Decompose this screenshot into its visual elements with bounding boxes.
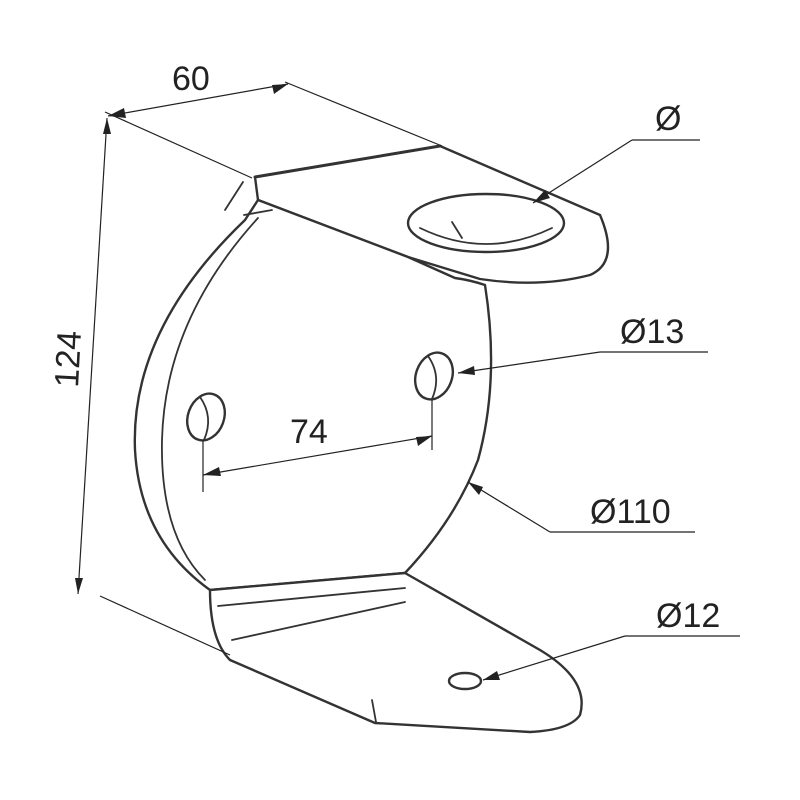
side-holes [185,351,455,442]
body-diameter-label: Ø110 [590,493,671,531]
top-ring-label: Ø [655,100,681,138]
top-flange [253,144,610,284]
bottom-hole-label: Ø12 [656,597,720,635]
side-holes-label: Ø13 [620,313,684,351]
leader-top-ring: Ø [532,100,700,204]
dim-width-label: 60 [172,60,210,98]
dim-height-label: 124 [48,330,89,389]
dim-height: 124 [48,117,231,656]
bottom-flange [208,571,583,734]
dim-width: 60 [104,60,443,179]
side-hole-left [185,392,227,442]
bottom-hole [447,671,483,691]
leader-body-diameter: Ø110 [467,481,695,533]
curved-body [133,181,493,592]
leader-bottom-hole: Ø12 [482,597,740,681]
side-hole-right [413,351,455,401]
leader-side-holes: Ø13 [457,313,708,375]
dim-spacing-label: 74 [290,413,328,451]
dim-hole-spacing: 74 [202,400,433,492]
